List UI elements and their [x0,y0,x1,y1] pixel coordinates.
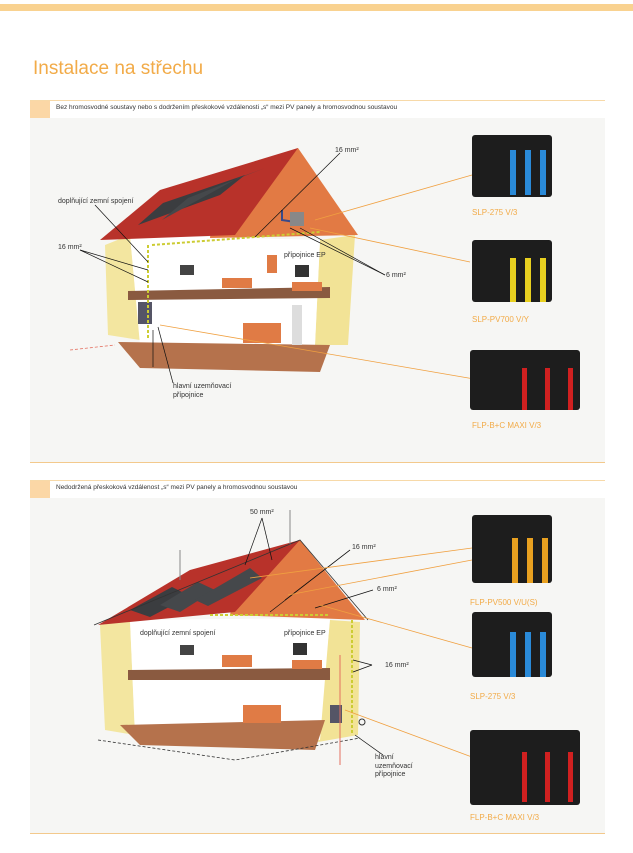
label-ep-busbar: přípojnice EP [284,252,326,259]
label-cable-6mm: 6 mm² [386,272,406,279]
label-line: hlavní uzemňovací [173,383,232,390]
product-name: SLP-PV700 V/Y [472,315,529,324]
label-cable-16mm: 16 mm² [352,544,376,551]
product-name: SLP-275 V/3 [470,692,516,701]
device-flp-bc-maxi [470,350,580,410]
section-header: Nedodržená přeskoková vzdálenost „s“ mez… [30,481,605,498]
label-cable-16mm: 16 mm² [385,662,409,669]
product-name: FLP-PV500 V/U(S) [470,598,538,607]
top-accent-bar [0,4,633,11]
device-slp-pv700 [472,240,552,302]
header-marker [30,481,50,498]
label-ep-busbar: přípojnice EP [284,630,326,637]
product-name: SLP-275 V/3 [472,208,518,217]
section-caption: Nedodržená přeskoková vzdálenost „s“ mez… [56,484,298,491]
device-flp-bc-maxi [470,730,580,805]
section-divider [30,462,605,463]
label-line: přípojnice [173,391,204,399]
device-slp-275 [472,612,552,677]
product-name: FLP-B+C MAXI V/3 [470,813,540,822]
device-slp-275 [472,135,552,197]
label-additional-earth-connection: doplňující zemní spojení [140,630,216,637]
label-cable-50mm: 50 mm² [250,509,274,516]
device-flp-pv500 [472,515,552,583]
page-title: Instalace na střechu [33,58,204,79]
label-cable-16mm: 16 mm² [58,244,82,251]
section-header: Bez hromosvodné soustavy nebo s dodržení… [30,101,605,118]
label-line: přípojnice [375,771,406,778]
section-divider [30,833,605,834]
section-caption: Bez hromosvodné soustavy nebo s dodržení… [56,104,398,111]
product-name: FLP-B+C MAXI V/3 [472,421,542,430]
label-line: uzemňovací [375,762,413,770]
label-line: hlavní [375,754,394,761]
label-cable-16mm: 16 mm² [335,147,359,154]
label-cable-6mm: 6 mm² [377,586,397,593]
label-additional-earth-connection: doplňující zemní spojení [58,198,134,205]
header-marker [30,101,50,118]
